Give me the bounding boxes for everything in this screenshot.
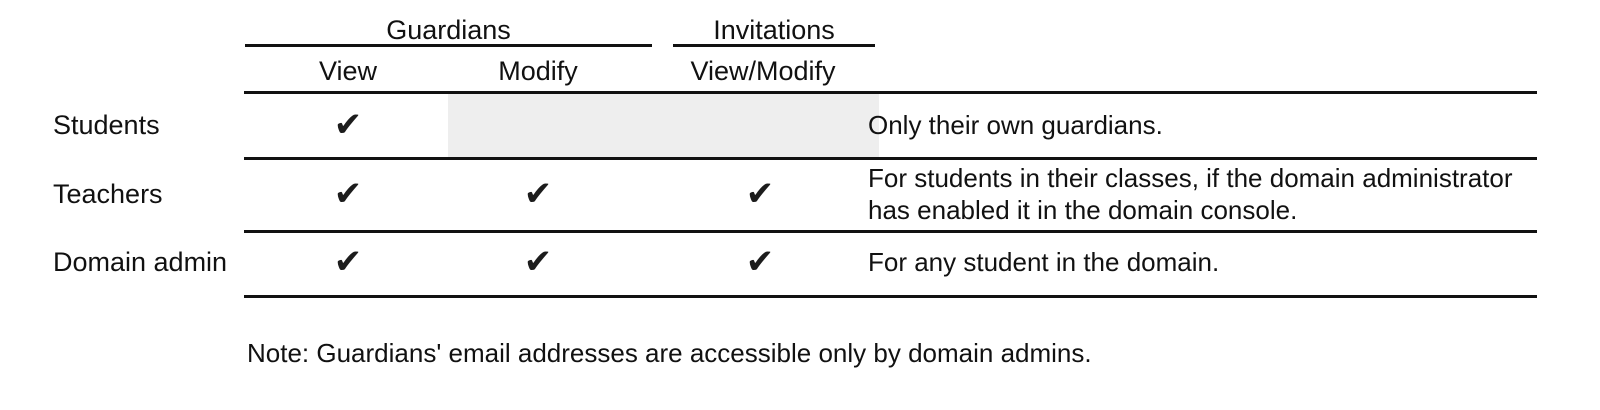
column-group-invitations: Invitations: [713, 15, 835, 45]
column-header-view: View: [318, 56, 378, 86]
table-row: Students: [53, 110, 160, 140]
check-icon-domain-admin-guardians-view: ✔: [333, 242, 363, 282]
column-group-rule-guardians: [245, 44, 652, 47]
table-rule-row-2: [244, 230, 1537, 233]
check-icon-teachers-guardians-modify: ✔: [523, 174, 553, 214]
column-header-view-modify: View/Modify: [690, 56, 836, 86]
table-rule-bottom: [244, 295, 1537, 298]
column-group-guardians: Guardians: [386, 15, 511, 45]
table-rule-row-1: [244, 157, 1537, 160]
table-row: Domain admin: [53, 247, 228, 277]
table-footnote: Note: Guardians' email addresses are acc…: [247, 338, 1092, 368]
column-group-rule-invitations: [673, 44, 875, 47]
check-icon-teachers-invitations-view-modify: ✔: [745, 174, 775, 214]
check-icon-teachers-guardians-view: ✔: [333, 174, 363, 214]
check-icon-students-guardians-view: ✔: [333, 105, 363, 145]
table-rule-top: [244, 91, 1537, 94]
check-icon-domain-admin-guardians-modify: ✔: [523, 242, 553, 282]
row-note-domain-admin: For any student in the domain.: [868, 247, 1220, 277]
column-header-modify: Modify: [498, 56, 578, 86]
check-icon-domain-admin-invitations-view-modify: ✔: [745, 242, 775, 282]
row-note-students: Only their own guardians.: [868, 110, 1163, 140]
table-row: Teachers: [53, 179, 163, 209]
not-applicable-cell-block: [448, 94, 879, 157]
row-note-teachers: For students in their classes, if the do…: [868, 163, 1513, 225]
